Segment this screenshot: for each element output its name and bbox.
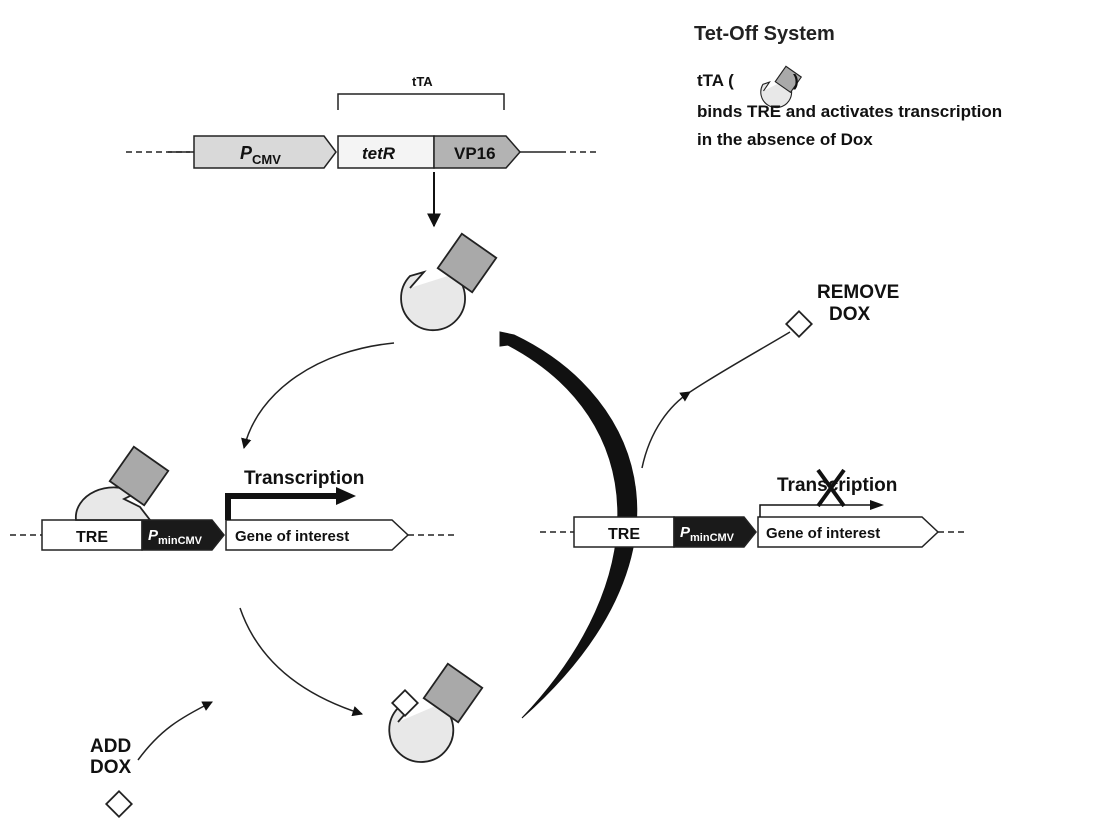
- right-transcription-label: Transcription: [777, 475, 897, 496]
- dox-free-diamond-icon-bottom: [104, 789, 134, 819]
- legend-tta-suffix: ): [793, 71, 799, 90]
- bound-vp16-domain-shape: [108, 445, 170, 507]
- legend-title: Tet-Off System: [694, 23, 835, 45]
- right-transcription-arrowhead: [870, 500, 884, 510]
- tta-construct: PCMV tetR VP16 tTA: [126, 74, 600, 228]
- add-dox-line1: ADD: [90, 736, 131, 757]
- left-transcription-label: Transcription: [244, 468, 364, 489]
- add-dox-arrow: [137, 701, 213, 761]
- left-gene-arrow: [225, 519, 410, 551]
- legend: Tet-Off System tTA ( ) binds TRE and act…: [694, 23, 1002, 149]
- legend-line-absence: in the absence of Dox: [697, 130, 873, 149]
- complex-tetr-domain-shape: [388, 703, 455, 763]
- right-pmincmv-arrow: [673, 516, 757, 548]
- pcmv-label-sub: CMV: [252, 152, 281, 167]
- left-transcription-arrowhead: [336, 487, 356, 505]
- no-transcription-x-icon: [816, 468, 846, 508]
- tta-small-icon: [760, 65, 803, 109]
- right-gene-arrow: [757, 516, 940, 548]
- vp16-arrow: [433, 135, 521, 169]
- cycle-arrow-top-to-left: [241, 342, 395, 450]
- pcmv-label-main: P: [240, 143, 253, 163]
- tetr-domain-shape: [400, 270, 466, 332]
- cycle-arrow-left-to-bottom: [239, 607, 364, 717]
- complex-vp16-domain-shape: [422, 662, 484, 724]
- dox-free-diamond-icon-right: [784, 309, 814, 339]
- left-pmincmv-main: P: [148, 527, 159, 544]
- dox-removal-big-arc: [499, 331, 638, 719]
- right-pmincmv-sub: minCMV: [690, 532, 735, 544]
- legend-line-binds: binds TRE and activates transcription: [697, 102, 1002, 121]
- left-tre-label: TRE: [76, 529, 108, 546]
- left-gene-label: Gene of interest: [235, 528, 349, 545]
- right-reporter: TRE PminCMV Gene of interest Transcripti…: [540, 468, 968, 548]
- tta-protein-top: [400, 232, 498, 332]
- tetr-label: tetR: [362, 144, 396, 163]
- left-reporter: TRE PminCMV Gene of interest Transcripti…: [10, 468, 456, 551]
- left-pmincmv-sub: minCMV: [158, 535, 203, 547]
- svg-text:PCMV: PCMV: [240, 143, 281, 167]
- left-pmincmv-arrow: [141, 519, 225, 551]
- dox-bound-diamond-icon: [390, 688, 420, 718]
- right-transcription-arrow: [759, 504, 872, 517]
- tta-bracket: [337, 93, 505, 110]
- right-pmincmv-main: P: [680, 524, 691, 541]
- legend-tta-prefix: tTA (: [697, 71, 734, 90]
- remove-dox-line1: REMOVE: [817, 282, 899, 303]
- remove-dox-arrow: [641, 391, 691, 469]
- remove-dox-curve: [689, 331, 791, 393]
- right-tre-label: TRE: [608, 526, 640, 543]
- tta-dox-complex: [388, 662, 484, 763]
- svg-text:PminCMV: PminCMV: [148, 527, 203, 547]
- vp16-domain-shape: [436, 232, 498, 294]
- tetr-box: [337, 135, 435, 169]
- vp16-label: VP16: [454, 144, 496, 163]
- tta-bracket-label: tTA: [412, 74, 433, 89]
- pcmv-promoter-arrow: [193, 135, 337, 169]
- svg-text:PminCMV: PminCMV: [680, 524, 735, 544]
- right-tre-box: [573, 516, 675, 548]
- left-transcription-arrow: [225, 493, 338, 520]
- remove-dox-line2: DOX: [829, 304, 871, 325]
- tta-protein-bound-left: [74, 445, 170, 521]
- add-dox-line2: DOX: [90, 757, 132, 778]
- right-gene-label: Gene of interest: [766, 525, 880, 542]
